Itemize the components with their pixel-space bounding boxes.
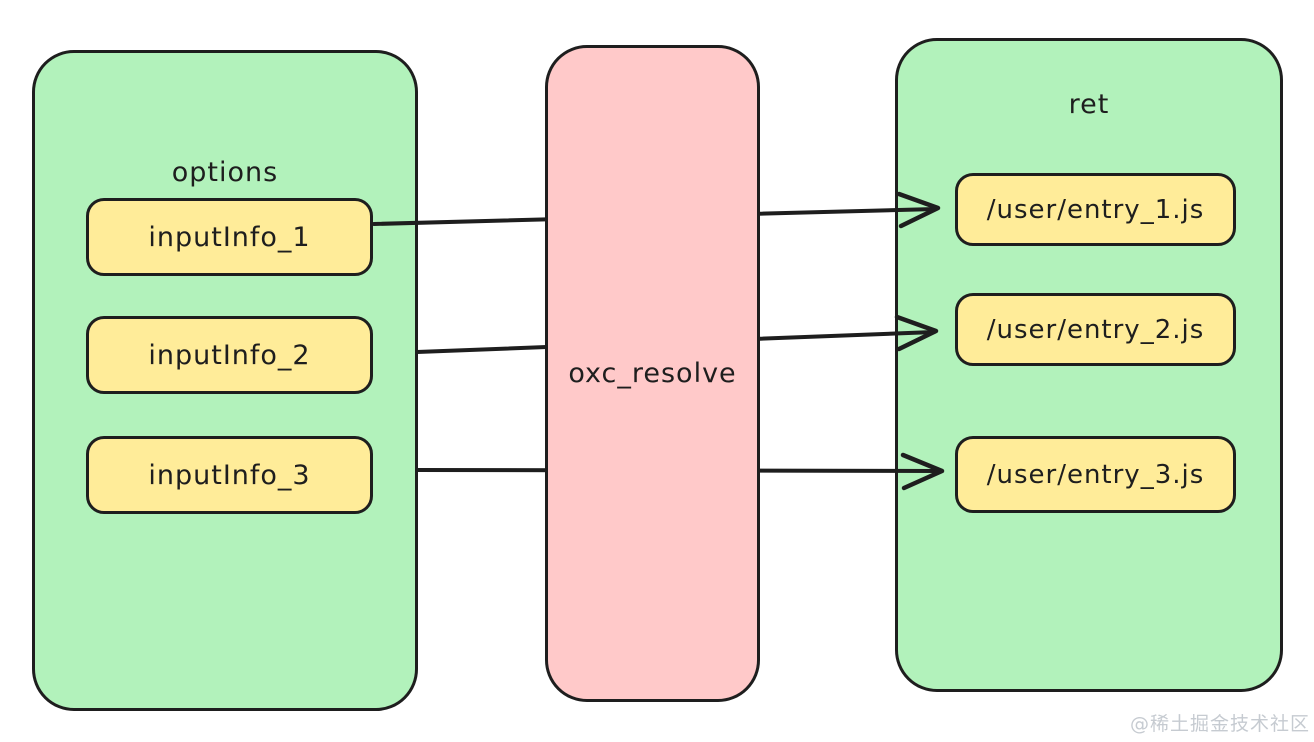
node-inputinfo-2-label: inputInfo_2 <box>148 339 311 371</box>
node-inputinfo-2: inputInfo_2 <box>86 316 373 394</box>
node-entry-2: /user/entry_2.js <box>955 293 1236 366</box>
panel-options-title: options <box>171 157 279 188</box>
watermark: @稀土掘金技术社区 <box>1129 713 1310 735</box>
panel-options: options inputInfo_1 inputInfo_2 inputInf… <box>32 50 418 711</box>
node-inputinfo-3-label: inputInfo_3 <box>148 459 311 491</box>
node-entry-3-label: /user/entry_3.js <box>986 459 1205 490</box>
panel-resolver-label: oxc_resolve <box>568 358 737 389</box>
panel-resolver: oxc_resolve <box>545 45 760 702</box>
node-entry-2-label: /user/entry_2.js <box>986 314 1205 345</box>
node-entry-3: /user/entry_3.js <box>955 436 1236 513</box>
panel-ret-title: ret <box>1068 89 1110 120</box>
panel-ret: ret /user/entry_1.js /user/entry_2.js /u… <box>895 38 1283 692</box>
node-entry-1-label: /user/entry_1.js <box>986 194 1205 225</box>
node-inputinfo-1: inputInfo_1 <box>86 198 373 276</box>
node-inputinfo-1-label: inputInfo_1 <box>148 221 311 253</box>
node-inputinfo-3: inputInfo_3 <box>86 436 373 514</box>
node-entry-1: /user/entry_1.js <box>955 173 1236 246</box>
